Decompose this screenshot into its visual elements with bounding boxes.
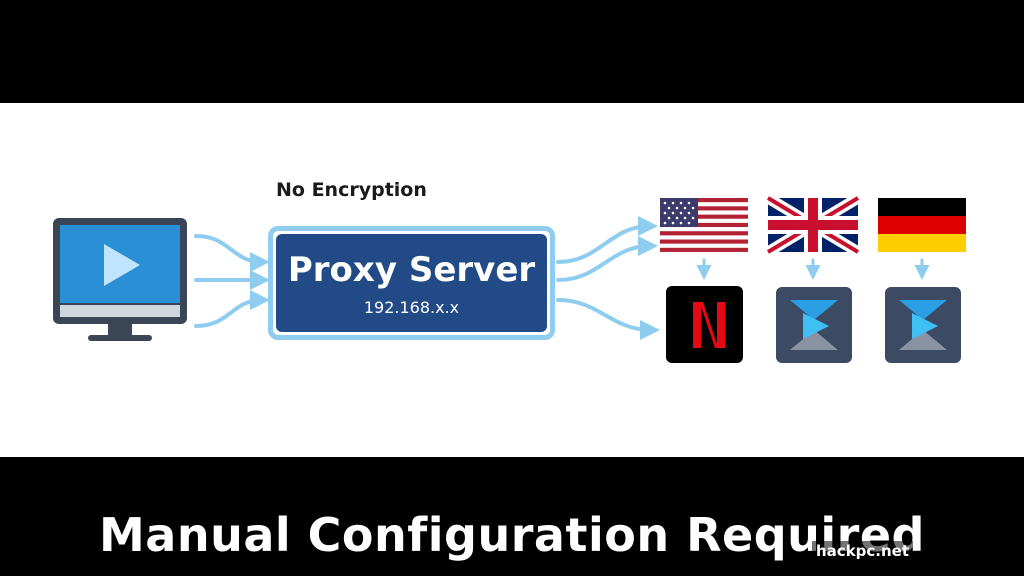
outgoing-arrows (556, 216, 660, 340)
incoming-arrows (194, 234, 270, 328)
germany-flag-icon (878, 198, 966, 252)
proxy-server-ip: 192.168.x.x (363, 298, 460, 317)
top-letterbox (0, 0, 1024, 103)
proxy-server-title: Proxy Server (287, 250, 536, 290)
proxy-server-box: Proxy Server 192.168.x.x (268, 226, 555, 340)
monitor-play-icon (53, 218, 187, 341)
proxy-server-body: Proxy Server 192.168.x.x (276, 234, 547, 332)
subtitle-caption: Manual Configuration Required (99, 508, 925, 562)
uk-flag-icon (765, 193, 861, 257)
kodi-icon (776, 287, 852, 363)
no-encryption-label: No Encryption (276, 179, 427, 201)
kodi-icon (885, 287, 961, 363)
flag-to-service-arrows (696, 258, 930, 280)
netflix-icon (666, 286, 743, 363)
usa-flag-icon (660, 198, 748, 252)
watermark: hackpc.net (812, 541, 914, 561)
